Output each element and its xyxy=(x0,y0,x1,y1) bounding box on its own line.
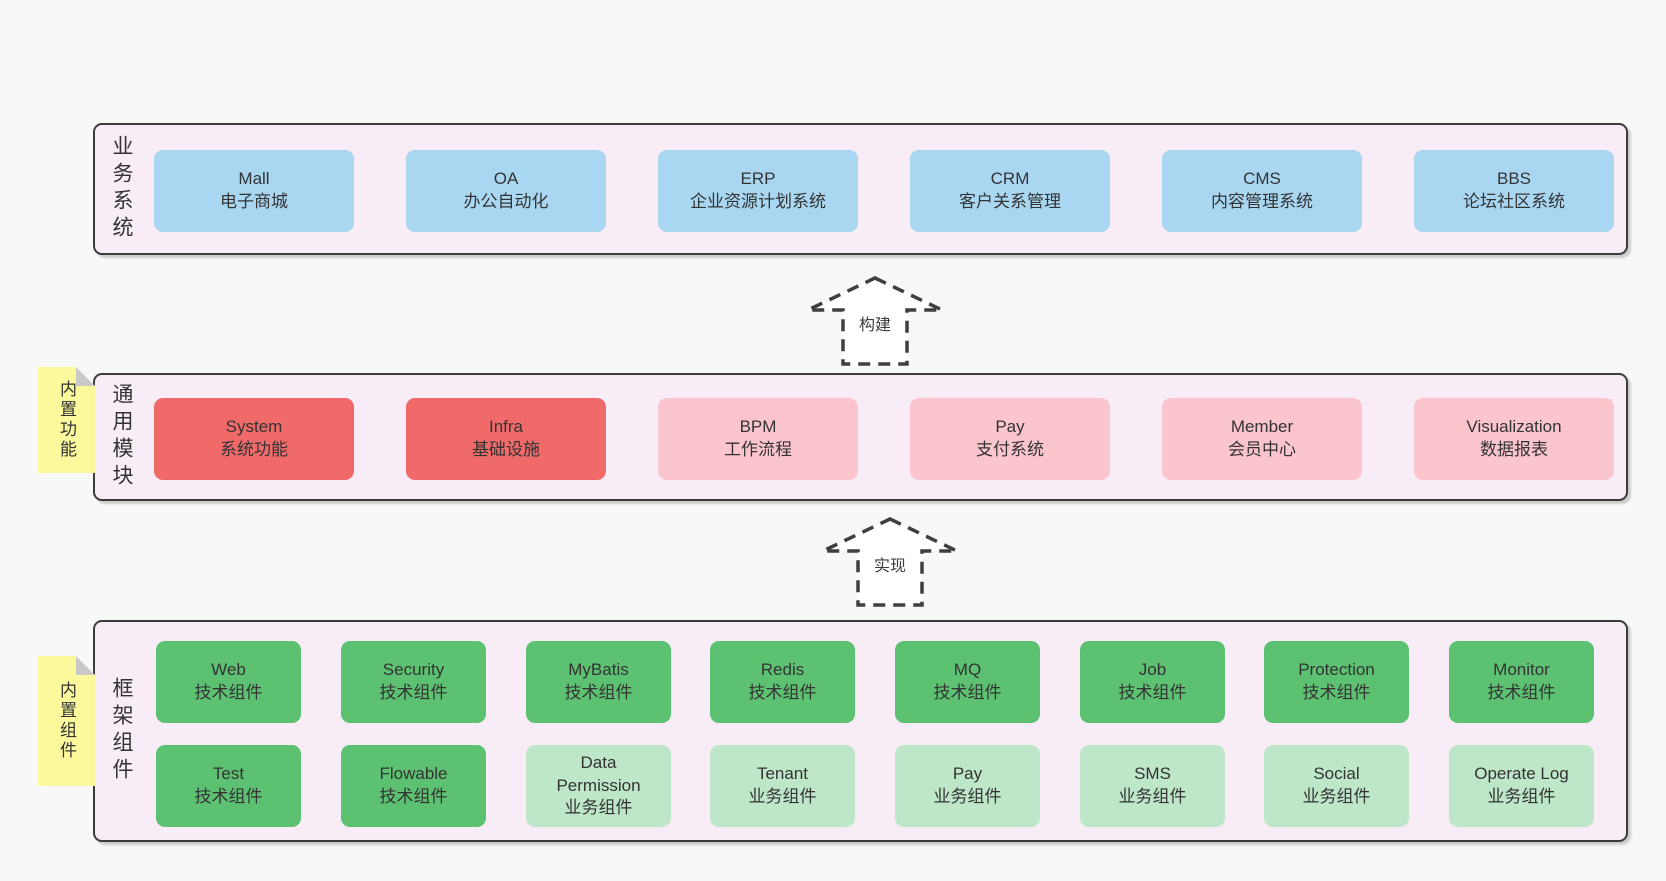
box-data-permission: Data Permission 业务组件 xyxy=(526,745,671,827)
box-tenant: Tenant 业务组件 xyxy=(710,745,855,827)
box-pay-module: Pay 支付系统 xyxy=(910,398,1110,480)
box-infra: Infra 基础设施 xyxy=(406,398,606,480)
box-operate-log: Operate Log 业务组件 xyxy=(1449,745,1594,827)
box-social: Social 业务组件 xyxy=(1264,745,1409,827)
box-test: Test 技术组件 xyxy=(156,745,301,827)
box-mall: Mall 电子商城 xyxy=(154,150,354,232)
band-business-systems: 业务系统 Mall 电子商城 OA 办公自动化 ERP 企业资源计划系统 CRM… xyxy=(93,123,1628,255)
arrow-implement-label: 实现 xyxy=(873,558,906,575)
box-cms: CMS 内容管理系统 xyxy=(1162,150,1362,232)
band-common-modules: 通用模块 System 系统功能 Infra 基础设施 BPM 工作流程 Pay… xyxy=(93,373,1628,501)
box-oa: OA 办公自动化 xyxy=(406,150,606,232)
box-visualization: Visualization 数据报表 xyxy=(1414,398,1614,480)
box-mq: MQ 技术组件 xyxy=(895,641,1040,723)
sticky-note-built-in-components: 内置组件 xyxy=(38,656,95,786)
arrow-implement: 实现 xyxy=(820,516,960,608)
up-arrow-icon xyxy=(822,517,958,607)
box-bpm: BPM 工作流程 xyxy=(658,398,858,480)
box-mybatis: MyBatis 技术组件 xyxy=(526,641,671,723)
box-erp: ERP 企业资源计划系统 xyxy=(658,150,858,232)
band-label-framework-components: 框架组件 xyxy=(110,677,133,785)
box-security: Security 技术组件 xyxy=(341,641,486,723)
box-flowable: Flowable 技术组件 xyxy=(341,745,486,827)
band-label-business-systems: 业务系统 xyxy=(110,135,133,243)
sticky-note-built-in-features: 内置功能 xyxy=(38,367,95,473)
box-monitor: Monitor 技术组件 xyxy=(1449,641,1594,723)
box-sms: SMS 业务组件 xyxy=(1080,745,1225,827)
box-member: Member 会员中心 xyxy=(1162,398,1362,480)
box-redis: Redis 技术组件 xyxy=(710,641,855,723)
arrow-build-label: 构建 xyxy=(858,317,891,334)
box-bbs: BBS 论坛社区系统 xyxy=(1414,150,1614,232)
box-protection: Protection 技术组件 xyxy=(1264,641,1409,723)
box-system: System 系统功能 xyxy=(154,398,354,480)
band-label-common-modules: 通用模块 xyxy=(110,383,133,491)
up-arrow-icon xyxy=(807,276,943,366)
box-job: Job 技术组件 xyxy=(1080,641,1225,723)
arrow-build: 构建 xyxy=(805,275,945,367)
box-pay-component: Pay 业务组件 xyxy=(895,745,1040,827)
box-crm: CRM 客户关系管理 xyxy=(910,150,1110,232)
box-web: Web 技术组件 xyxy=(156,641,301,723)
band-framework-components: 框架组件 Web 技术组件 Security 技术组件 MyBatis 技术组件… xyxy=(93,620,1628,842)
